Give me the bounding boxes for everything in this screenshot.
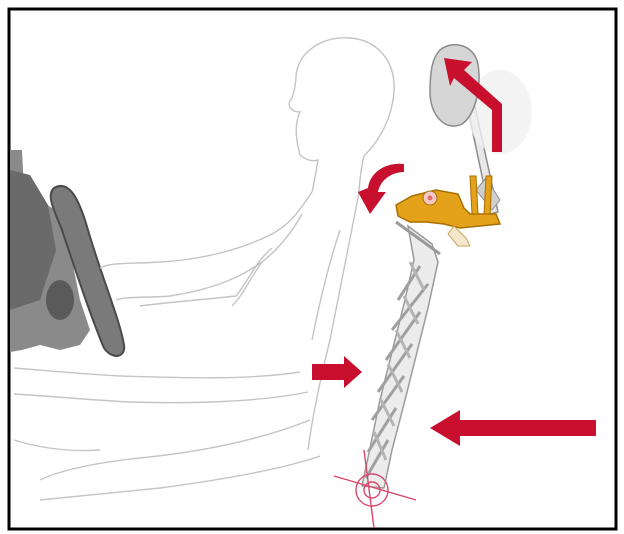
whiplash-protection-diagram bbox=[0, 0, 624, 534]
diagram-canvas bbox=[0, 0, 624, 534]
